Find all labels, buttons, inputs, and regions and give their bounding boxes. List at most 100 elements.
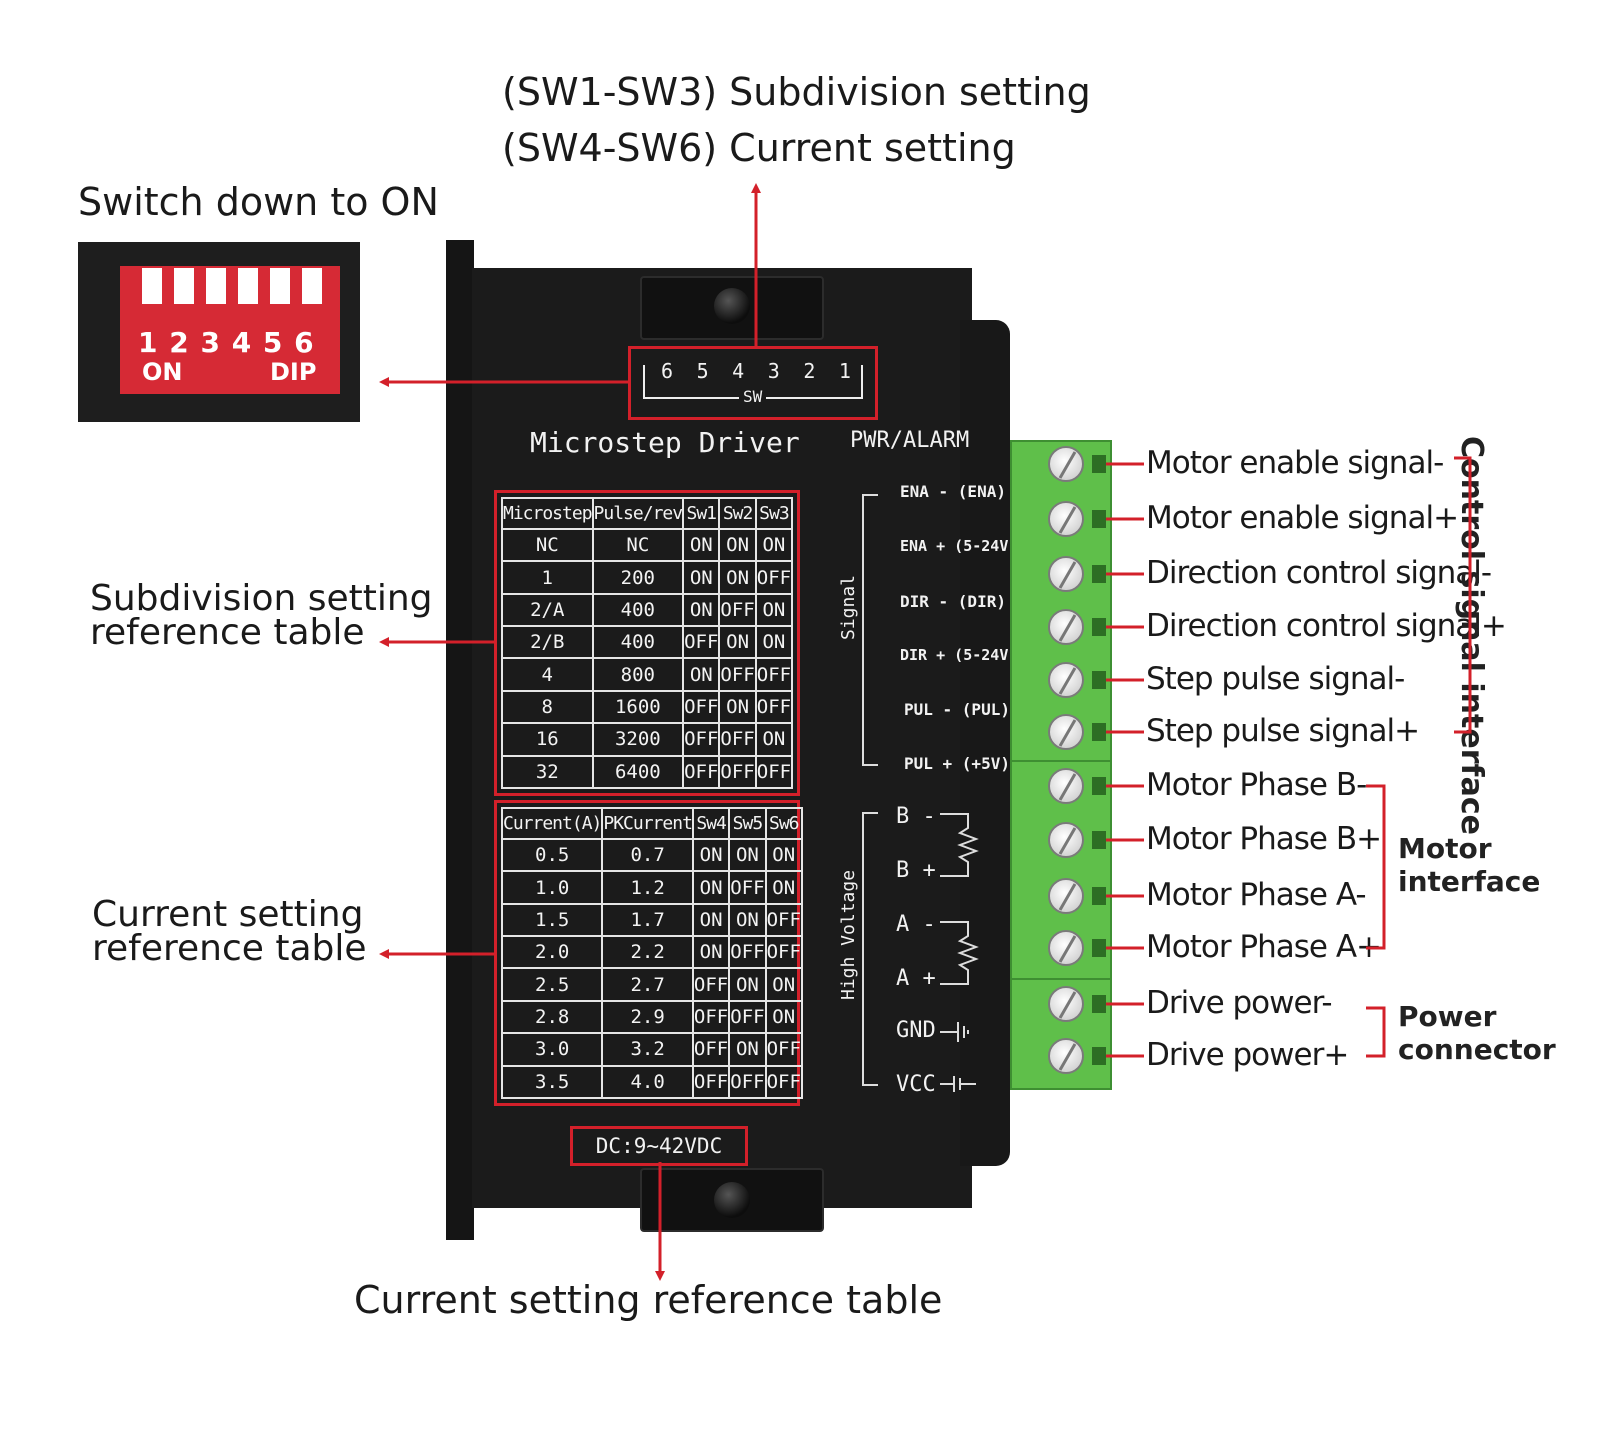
table-cell: OFF bbox=[682, 689, 721, 725]
terminal-screw[interactable] bbox=[1048, 822, 1084, 858]
terminal-screw[interactable] bbox=[1048, 986, 1084, 1022]
dip-knob bbox=[270, 268, 290, 304]
table-cell: 4.0 bbox=[601, 1064, 694, 1100]
table-cell: 1600 bbox=[591, 689, 685, 725]
terminal-label: Step pulse signal- bbox=[1146, 661, 1405, 697]
terminal-pin bbox=[1092, 510, 1106, 528]
terminal-screw[interactable] bbox=[1048, 930, 1084, 966]
table-cell: OFF bbox=[764, 935, 803, 970]
terminal-label: Motor Phase B- bbox=[1146, 767, 1367, 803]
ground-symbol bbox=[940, 1022, 969, 1042]
coil-b-symbol bbox=[940, 813, 979, 877]
table-cell: 2.0 bbox=[500, 935, 604, 970]
voltage-label: DC:9~42VDC bbox=[595, 1134, 723, 1158]
table-header-cell: Sw3 bbox=[754, 496, 794, 531]
table-cell: 3.5 bbox=[500, 1064, 604, 1100]
table-cell: OFF bbox=[718, 754, 757, 790]
terminal-pin bbox=[1092, 1047, 1106, 1065]
panel-title: Microstep Driver bbox=[530, 426, 800, 459]
motor-interface-bracket bbox=[1366, 784, 1386, 950]
terminal-screw[interactable] bbox=[1048, 768, 1084, 804]
table-cell: OFF bbox=[718, 722, 757, 757]
table-cell: ON bbox=[682, 528, 721, 563]
terminal-label: Motor enable signal- bbox=[1146, 445, 1444, 481]
switch-number: 5 bbox=[696, 359, 709, 383]
switch-number: 1 bbox=[838, 359, 851, 383]
subdivision-ref-line1: Subdivision setting bbox=[90, 578, 433, 619]
terminal-screw[interactable] bbox=[1048, 556, 1084, 592]
switch-number: 6 bbox=[661, 359, 674, 383]
terminal-screw[interactable] bbox=[1048, 446, 1084, 482]
table-cell: 32 bbox=[501, 754, 594, 790]
table-cell: OFF bbox=[682, 625, 721, 660]
table-cell: 2.8 bbox=[500, 999, 604, 1035]
hv-pin-label: B + bbox=[896, 858, 936, 883]
terminal-pin bbox=[1092, 723, 1106, 741]
table-cell: ON bbox=[718, 689, 757, 725]
hv-pin-label: A - bbox=[896, 912, 936, 937]
dip-knob bbox=[174, 268, 194, 304]
table-cell: ON bbox=[764, 870, 803, 905]
table-header-cell: Sw1 bbox=[682, 496, 721, 531]
pin-label: PUL + (+5V) bbox=[904, 754, 1010, 773]
table-cell: OFF bbox=[682, 722, 721, 757]
terminal-screw[interactable] bbox=[1048, 501, 1084, 537]
terminal-label: Step pulse signal+ bbox=[1146, 713, 1420, 749]
terminal-pin bbox=[1092, 565, 1106, 583]
table-cell: 16 bbox=[501, 722, 594, 757]
table-cell: ON bbox=[754, 528, 794, 563]
table-cell: 1.7 bbox=[601, 902, 694, 938]
table-cell: 8 bbox=[501, 689, 594, 725]
table-cell: OFF bbox=[728, 870, 767, 905]
table-cell: ON bbox=[691, 935, 731, 970]
table-cell: 0.5 bbox=[500, 838, 604, 873]
terminal-label: Direction control signal+ bbox=[1146, 608, 1507, 644]
table-cell: 1.5 bbox=[500, 902, 604, 938]
dip-knob bbox=[238, 268, 258, 304]
table-cell: OFF bbox=[728, 999, 767, 1035]
table-cell: OFF bbox=[754, 657, 794, 692]
pwr-alarm-label: PWR/ALARM bbox=[850, 428, 970, 453]
table-cell: OFF bbox=[691, 967, 731, 1002]
terminal-screw[interactable] bbox=[1048, 662, 1084, 698]
terminal-label: Motor Phase A+ bbox=[1146, 929, 1382, 965]
pin-label: ENA - (ENA) bbox=[900, 482, 1006, 501]
dip-switch-photo: 1 2 3 4 5 6 ON DIP bbox=[78, 242, 360, 422]
subdivision-setting-callout: (SW1-SW3) Subdivision setting bbox=[502, 70, 1091, 114]
table-cell: 6400 bbox=[591, 754, 685, 790]
terminal-label: Motor Phase B+ bbox=[1146, 821, 1382, 857]
terminal-pin bbox=[1092, 618, 1106, 636]
table-cell: OFF bbox=[691, 1064, 731, 1100]
table-cell: OFF bbox=[691, 999, 731, 1035]
coil-a-symbol bbox=[940, 921, 979, 985]
table-cell: OFF bbox=[754, 754, 794, 790]
table-cell: ON bbox=[728, 967, 767, 1002]
current-setting-callout: (SW4-SW6) Current setting bbox=[502, 126, 1016, 170]
table-cell: OFF bbox=[754, 689, 794, 725]
table-cell: ON bbox=[691, 870, 731, 905]
table-cell: ON bbox=[718, 528, 757, 563]
terminal-pin bbox=[1092, 887, 1106, 905]
terminal-screw[interactable] bbox=[1048, 878, 1084, 914]
terminal-screw[interactable] bbox=[1048, 714, 1084, 750]
dip-knob bbox=[142, 268, 162, 304]
control-signal-bracket bbox=[1454, 456, 1472, 734]
switch-numbers: 6 5 4 3 2 1 bbox=[661, 359, 851, 383]
terminal-screw[interactable] bbox=[1048, 1038, 1084, 1074]
table-cell: ON bbox=[764, 838, 803, 873]
terminal-screw[interactable] bbox=[1048, 609, 1084, 645]
table-cell: ON bbox=[754, 625, 794, 660]
terminal-label: Drive power- bbox=[1146, 985, 1333, 1021]
mounting-screw bbox=[714, 288, 750, 324]
table-cell: 2/A bbox=[501, 592, 594, 628]
table-cell: 1.0 bbox=[500, 870, 604, 905]
terminal-label: Direction control signal- bbox=[1146, 555, 1492, 591]
table-cell: NC bbox=[591, 528, 685, 563]
high-voltage-bracket bbox=[862, 812, 878, 1086]
